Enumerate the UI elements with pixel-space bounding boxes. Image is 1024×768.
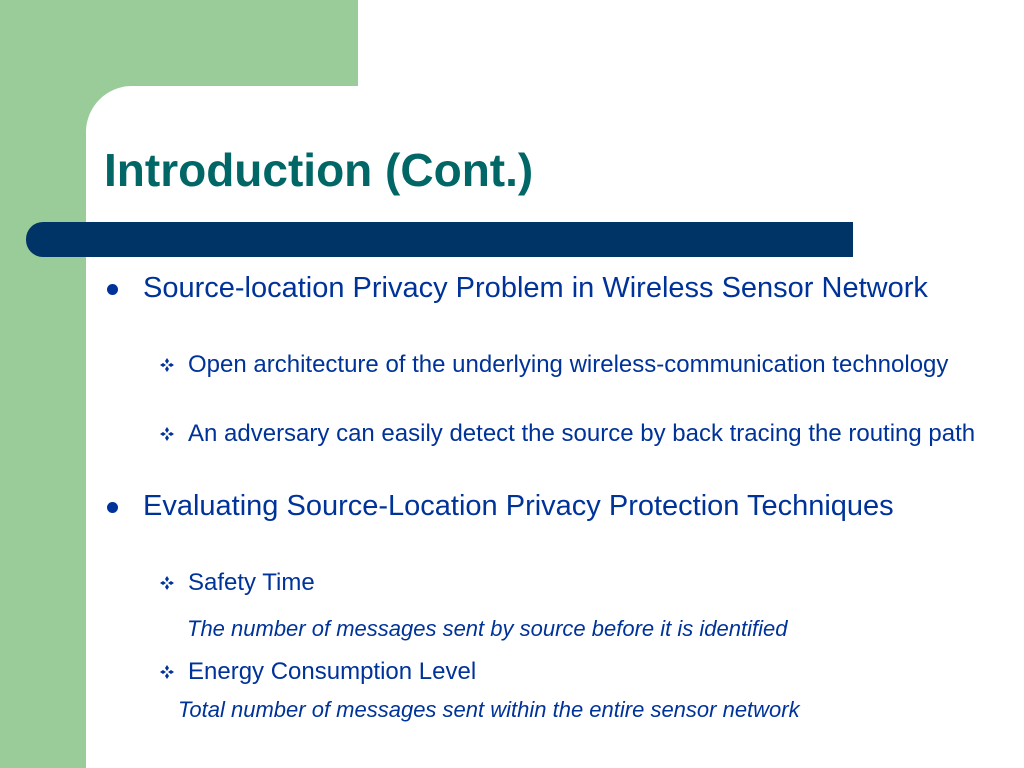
sub-bullet-1-2: An adversary can easily detect the sourc… <box>188 420 976 447</box>
slide-title: Introduction (Cont.) <box>104 144 534 196</box>
energy-consumption-definition: Total number of messages sent within the… <box>178 697 800 722</box>
bullet-2-text: Evaluating Source-Location Privacy Prote… <box>143 490 894 522</box>
four-diamond-icon <box>160 358 174 372</box>
four-diamond-icon <box>160 665 174 679</box>
sub-bullet-safety-time: Safety Time <box>188 569 315 596</box>
sub-bullet-1-1: Open architecture of the underlying wire… <box>188 351 949 378</box>
bullet-disc-icon <box>107 284 118 295</box>
sub-bullet-energy-consumption: Energy Consumption Level <box>188 658 477 685</box>
four-diamond-icon <box>160 576 174 590</box>
bullet-1-text: Source-location Privacy Problem in Wirel… <box>143 272 928 304</box>
content-panel <box>86 86 1024 768</box>
decorative-green-sidebar <box>0 0 86 768</box>
four-diamond-icon <box>160 427 174 441</box>
title-underline-bar <box>26 222 853 257</box>
safety-time-definition: The number of messages sent by source be… <box>187 616 788 641</box>
bullet-disc-icon <box>107 502 118 513</box>
